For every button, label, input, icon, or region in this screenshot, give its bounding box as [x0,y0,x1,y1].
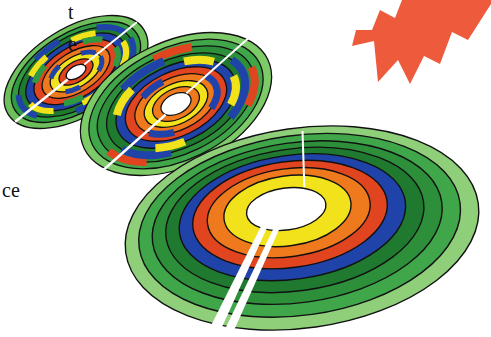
text-fragment: e [68,34,77,54]
text-fragment: t [68,2,74,22]
text-fragment: ce [2,180,20,200]
large-disk [112,104,491,337]
starburst [352,0,491,84]
